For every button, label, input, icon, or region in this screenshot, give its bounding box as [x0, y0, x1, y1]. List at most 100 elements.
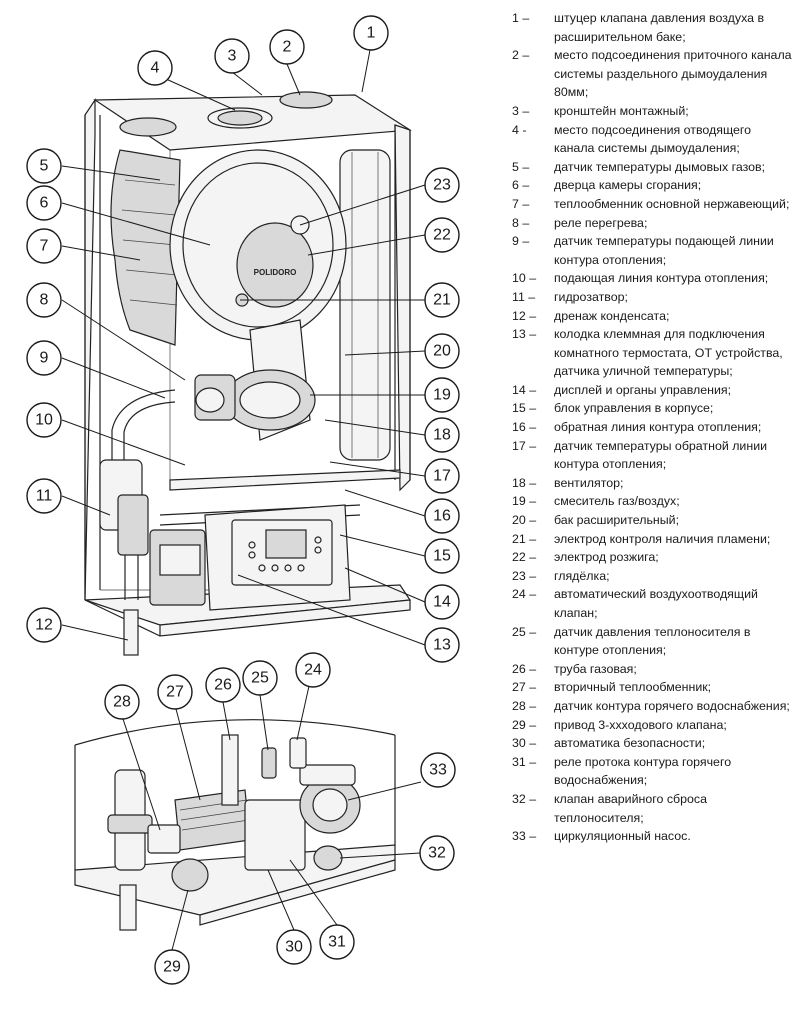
svg-text:27: 27	[166, 684, 184, 701]
legend-number: 8 –	[512, 215, 530, 230]
brand-label: POLIDORO	[254, 268, 297, 277]
svg-text:33: 33	[429, 762, 447, 779]
legend-description: реле перегрева;	[554, 215, 648, 230]
svg-text:14: 14	[433, 594, 451, 611]
legend-item: 27 –вторичный теплообменник;	[512, 678, 794, 697]
svg-text:12: 12	[35, 617, 53, 634]
callout-18: 18	[424, 417, 460, 453]
legend-number: 11 –	[512, 289, 536, 304]
legend-number: 16 –	[512, 420, 537, 435]
legend-description: блок управления в корпусе;	[554, 401, 714, 416]
callout-6: 6	[26, 185, 62, 221]
svg-text:13: 13	[433, 637, 451, 654]
legend-number: 10 –	[512, 271, 537, 286]
callout-25: 25	[242, 660, 278, 696]
legend-description: циркуляционный насос.	[554, 829, 691, 844]
legend-number: 7 –	[512, 196, 530, 211]
legend-item: 18 – вентилятор;	[512, 474, 794, 493]
svg-text:9: 9	[40, 350, 49, 367]
callout-2: 2	[269, 29, 305, 65]
legend-item: 6 –дверца камеры сгорания;	[512, 176, 794, 195]
svg-text:5: 5	[40, 158, 49, 175]
callout-26: 26	[205, 667, 241, 703]
svg-text:30: 30	[285, 939, 303, 956]
legend-number: 27 –	[512, 680, 537, 695]
boiler-diagram: POLIDORO	[26, 15, 460, 985]
legend-description: гидрозатвор;	[554, 289, 628, 304]
legend-number: 23 –	[512, 568, 537, 583]
svg-text:17: 17	[433, 468, 451, 485]
legend-item: 11 – гидрозатвор;	[512, 288, 794, 307]
legend-description: электрод розжига;	[554, 550, 659, 565]
legend-item: 4 -место подсоединения отводящего канала…	[512, 121, 794, 158]
svg-text:19: 19	[433, 387, 451, 404]
legend-description: место подсоединения приточного канала си…	[554, 48, 792, 100]
legend-number: 29 –	[512, 717, 537, 732]
callout-13: 13	[424, 627, 460, 663]
legend-description: датчик давления теплоносителя в контуре …	[554, 624, 751, 658]
callout-28: 28	[104, 684, 140, 720]
legend-description: штуцер клапана давления воздуха в расшир…	[554, 11, 765, 44]
callout-11: 11	[26, 478, 62, 514]
callout-17: 17	[424, 458, 460, 494]
legend-number: 17 –	[512, 438, 537, 453]
legend-number: 15 –	[512, 401, 537, 416]
legend-description: труба газовая;	[554, 661, 637, 676]
legend-number: 18 –	[512, 475, 537, 490]
svg-text:31: 31	[328, 934, 346, 951]
legend-description: дверца камеры сгорания;	[554, 178, 702, 193]
legend-description: датчик температуры обратной линии контур…	[554, 438, 768, 472]
legend-description: датчик температуры дымовых газов;	[554, 159, 766, 174]
callout-27: 27	[157, 674, 193, 710]
legend-number: 32 –	[512, 791, 537, 806]
legend-description: обратная линия контура отопления;	[554, 420, 762, 435]
legend-item: 21 –электрод контроля наличия пламени;	[512, 530, 794, 549]
svg-text:21: 21	[433, 292, 451, 309]
callout-23: 23	[424, 167, 460, 203]
legend-number: 19 –	[512, 494, 537, 509]
callout-29: 29	[154, 949, 190, 985]
legend-description: смеситель газ/воздух;	[554, 494, 680, 509]
legend-description: автоматика безопасности;	[554, 736, 706, 751]
parts-legend: 1 –штуцер клапана давления воздуха в рас…	[512, 9, 794, 846]
svg-text:20: 20	[433, 343, 451, 360]
legend-number: 13 –	[512, 327, 537, 342]
callout-32: 32	[419, 835, 455, 871]
callouts: 1 2 3 4 5 6 7 8 9 10 11 12 13 14 15 16 1…	[26, 15, 460, 985]
legend-description: датчик контура горячего водоснабжения;	[554, 698, 790, 713]
svg-text:6: 6	[40, 195, 49, 212]
legend-description: вентилятор;	[554, 475, 624, 490]
legend-number: 9 –	[512, 234, 530, 249]
legend-description: реле протока контура горячего водоснабже…	[554, 754, 732, 788]
legend-number: 26 –	[512, 661, 537, 676]
legend-item: 30 – автоматика безопасности;	[512, 734, 794, 753]
legend-number: 14 –	[512, 382, 537, 397]
legend-item: 19 – смеситель газ/воздух;	[512, 492, 794, 511]
legend-item: 14 –дисплей и органы управления;	[512, 381, 794, 400]
callout-31: 31	[319, 924, 355, 960]
legend-description: бак расширительный;	[554, 513, 680, 528]
svg-text:15: 15	[433, 548, 451, 565]
callout-21: 21	[424, 282, 460, 318]
legend-item: 16 – обратная линия контура отопления;	[512, 418, 794, 437]
legend-item: 26 – труба газовая;	[512, 660, 794, 679]
callout-22: 22	[424, 217, 460, 253]
legend-number: 30 –	[512, 736, 537, 751]
legend-item: 9 –датчик температуры подающей линии кон…	[512, 232, 794, 269]
callout-24: 24	[295, 652, 331, 688]
svg-text:32: 32	[428, 845, 446, 862]
legend-item: 31 – реле протока контура горячего водосн…	[512, 753, 794, 790]
legend-number: 31 –	[512, 754, 537, 769]
legend-number: 24 –	[512, 587, 537, 602]
legend-number: 5 –	[512, 159, 530, 174]
callout-20: 20	[424, 333, 460, 369]
legend-item: 8 – реле перегрева;	[512, 214, 794, 233]
svg-text:10: 10	[35, 412, 53, 429]
legend-number: 21 –	[512, 531, 537, 546]
legend-item: 25 –датчик давления теплоносителя в конт…	[512, 623, 794, 660]
boiler-lower-view	[74, 719, 396, 931]
callout-16: 16	[424, 498, 460, 534]
svg-text:26: 26	[214, 677, 232, 694]
callout-1: 1	[353, 15, 389, 51]
callout-7: 7	[26, 228, 62, 264]
